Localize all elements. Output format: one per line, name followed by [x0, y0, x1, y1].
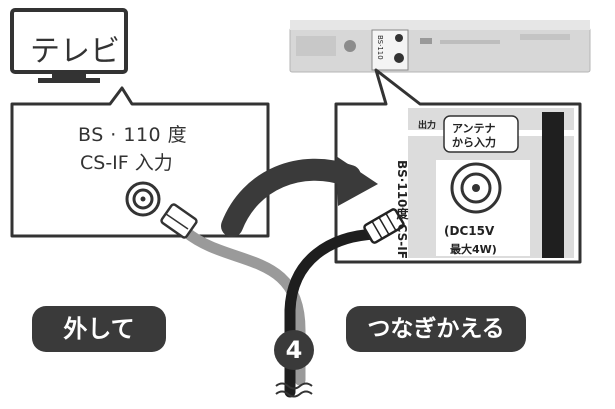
move-arrow — [221, 156, 378, 237]
remove-label-badge: 外して — [32, 306, 166, 352]
grey-cable — [160, 203, 306, 386]
reconnect-label-badge: つなぎかえる — [346, 306, 526, 352]
tv-callout — [10, 86, 270, 238]
tv-port-label-line2: CS-IF 入力 — [80, 152, 173, 174]
recorder-output-label: 出力 — [418, 121, 437, 131]
step-number-badge: 4 — [274, 330, 314, 370]
antenna-label-line1: アンテナ — [452, 122, 496, 135]
tv-monitor — [10, 8, 128, 83]
bs-cs-port-label: BS·110度 CS-IF — [395, 160, 409, 259]
antenna-label-line2: から入力 — [452, 136, 496, 149]
tv-port-label-line1: BS · 110 度 — [78, 124, 188, 146]
black-cable — [284, 208, 405, 398]
dc-spec-line2: 最大4W) — [450, 243, 497, 256]
recorder-top-port-label: BS·110 — [376, 35, 384, 60]
recorder-device — [289, 20, 591, 73]
tv-label: テレビ — [30, 34, 120, 69]
dc-spec-line1: (DC15V — [444, 224, 495, 238]
tv-input-port — [125, 181, 161, 217]
recorder-antenna-port — [450, 162, 502, 214]
cable-break-mark — [275, 382, 313, 398]
